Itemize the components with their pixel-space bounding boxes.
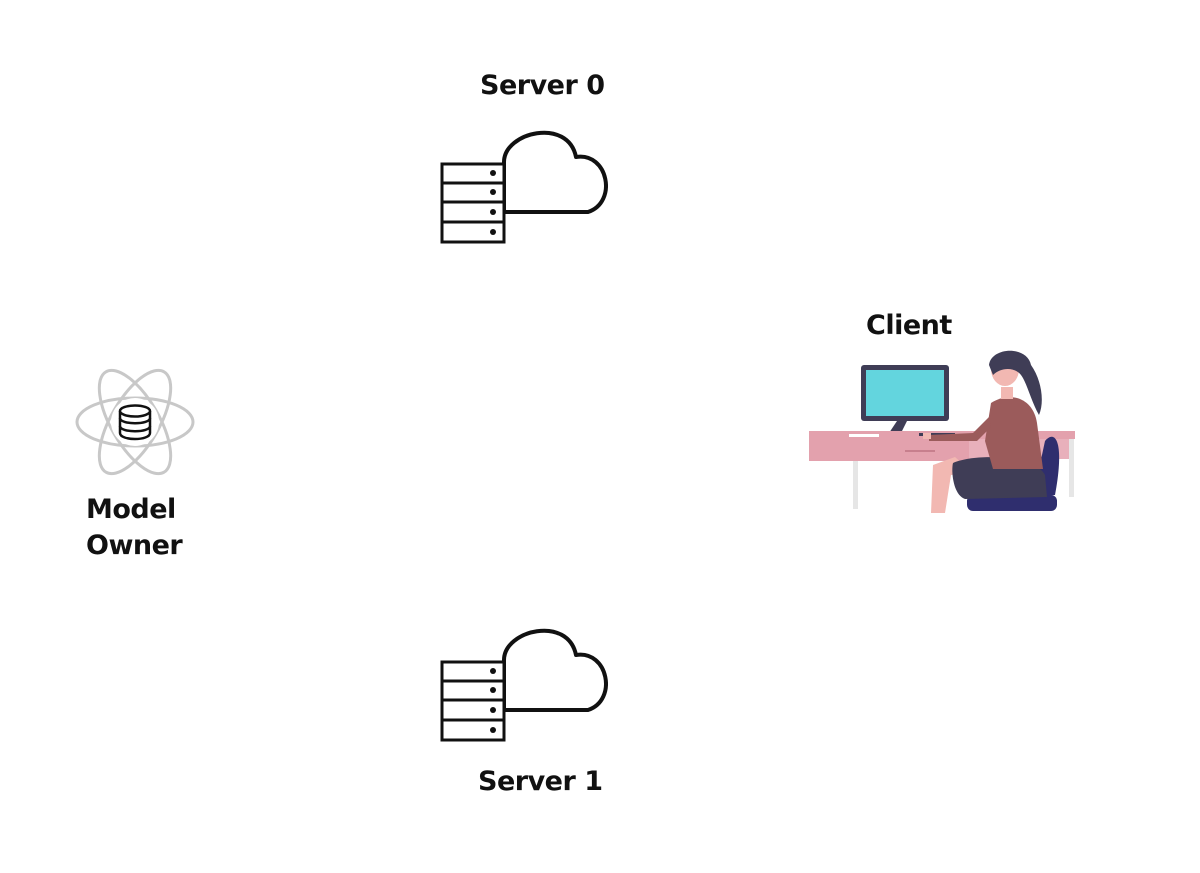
person-at-desk-icon [809, 350, 1075, 513]
client-label: Client [866, 310, 952, 341]
server-1-label: Server 1 [478, 766, 603, 797]
model-owner-label-line-1: Model [86, 494, 176, 525]
model-owner-label-line-2: Owner [86, 530, 183, 561]
cloud-server-icon [440, 628, 608, 742]
cloud-server-icon [440, 130, 608, 244]
server-0-label: Server 0 [480, 70, 605, 101]
model-owner-label: Model Owner [86, 492, 246, 564]
atom-database-icon [75, 368, 195, 476]
